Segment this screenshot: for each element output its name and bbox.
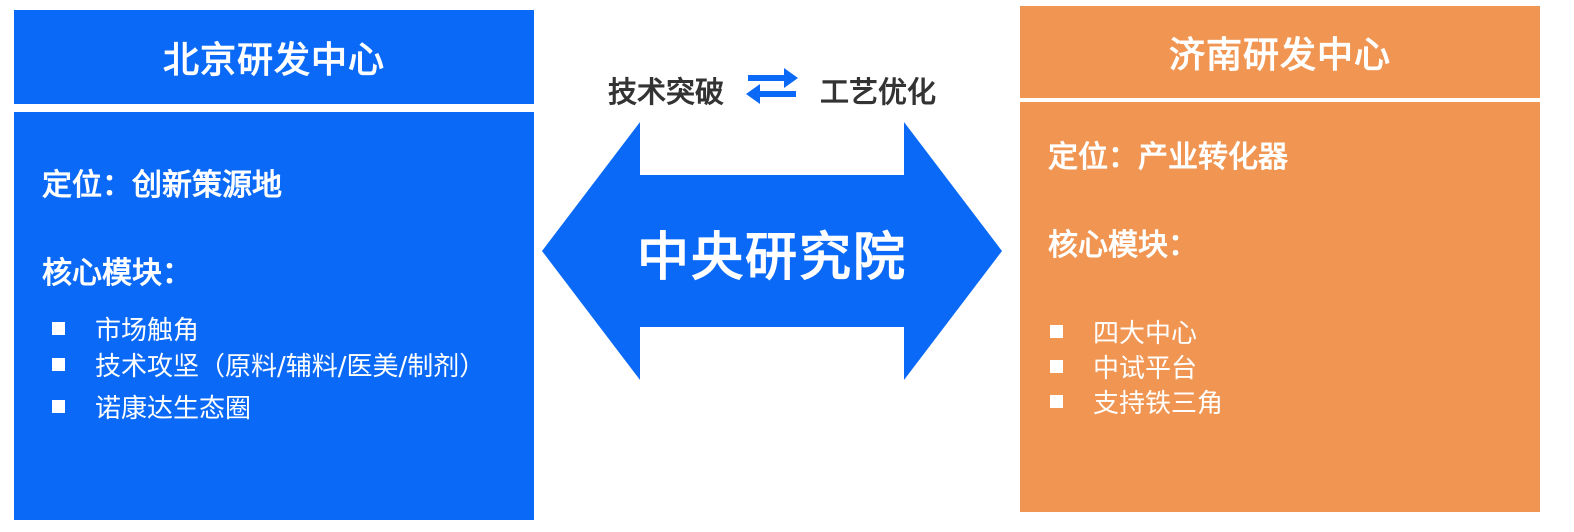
beijing-module-label: 技术攻坚（原料/辅料/医美/制剂） [95,351,486,382]
list-item: 技术攻坚（原料/辅料/医美/制剂） [52,346,485,382]
beijing-module-label: 市场触角 [95,315,200,346]
beijing-modules-list: 市场触角 技术攻坚（原料/辅料/医美/制剂） 诺康达生态圈 [52,310,485,424]
jinan-center-title: 济南研发中心 [1168,35,1391,76]
relation-left-label: 技术突破 [607,74,724,109]
jinan-module-label: 支持铁三角 [1093,389,1224,419]
swap-arrows-icon [744,66,800,113]
square-bullet-icon [52,321,65,335]
double-headed-arrow-shape [542,122,1002,380]
square-bullet-icon [52,357,65,371]
jinan-module-label: 四大中心 [1093,319,1198,349]
relation-row: 技术突破 工艺优化 [582,66,962,113]
list-item: 市场触角 [52,310,485,346]
jinan-center-title-bar: 济南研发中心 [1020,6,1540,98]
beijing-center-panel: 定位：创新策源地 核心模块： 市场触角 技术攻坚（原料/辅料/医美/制剂） 诺康… [14,112,534,520]
square-bullet-icon [1050,325,1063,338]
beijing-modules-heading: 核心模块： [42,256,192,291]
jinan-modules-heading: 核心模块： [1048,228,1198,263]
list-item: 支持铁三角 [1050,384,1223,419]
beijing-module-label: 诺康达生态圈 [95,393,252,424]
beijing-center-title-bar: 北京研发中心 [14,10,534,104]
beijing-center-title: 北京研发中心 [162,40,385,81]
central-institute-label: 中央研究院 [636,228,907,288]
jinan-positioning: 定位：产业转化器 [1048,140,1288,175]
square-bullet-icon [52,399,65,413]
jinan-module-label: 中试平台 [1093,354,1198,384]
jinan-center-panel: 定位：产业转化器 核心模块： 四大中心 中试平台 支持铁三角 [1020,102,1540,512]
list-item: 四大中心 [1050,314,1223,349]
list-item: 中试平台 [1050,349,1223,384]
square-bullet-icon [1050,395,1063,408]
jinan-modules-list: 四大中心 中试平台 支持铁三角 [1050,314,1223,419]
relation-right-label: 工艺优化 [820,74,937,109]
square-bullet-icon [1050,360,1063,373]
beijing-positioning: 定位：创新策源地 [42,168,282,203]
list-item: 诺康达生态圈 [52,388,485,424]
